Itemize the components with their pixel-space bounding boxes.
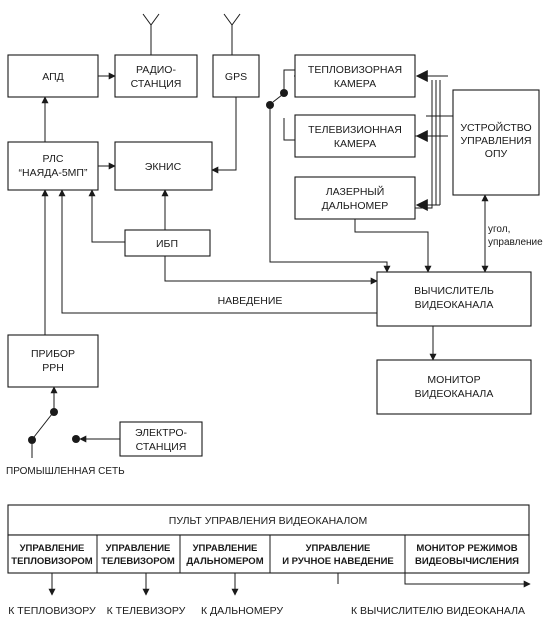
ibp-label: ИБП	[156, 238, 178, 250]
opu-camera-bus	[415, 70, 453, 211]
output-to-rangefinder: К ДАЛЬНОМЕРУ	[201, 605, 283, 617]
eknis-label: ЭКНИС	[145, 161, 182, 173]
opu-control-block: УСТРОЙСТВО УПРАВЛЕНИЯ ОПУ	[452, 89, 540, 196]
eknis-block: ЭКНИС	[114, 141, 213, 191]
panel-section-monitor-line1: МОНИТОР РЕЖИМОВ	[416, 543, 517, 554]
video-calc-label-line1: ВЫЧИСЛИТЕЛЬ	[414, 285, 494, 297]
panel-section-thermal-line1: УПРАВЛЕНИЕ	[20, 543, 85, 554]
ibp-block: ИБП	[124, 229, 211, 257]
video-calc-block: ВЫЧИСЛИТЕЛЬ ВИДЕОКАНАЛА	[376, 271, 532, 327]
rrn-label-line2: РРН	[42, 362, 64, 374]
panel-output-arrows	[48, 573, 531, 596]
rrn-label-line1: ПРИБОР	[31, 348, 75, 360]
angle-label-line2: управление	[488, 237, 543, 248]
camera-switch	[266, 69, 295, 141]
panel-section-thermal-line2: ТЕПЛОВИЗОРОМ	[11, 556, 93, 567]
opu-label-line2: УПРАВЛЕНИЯ	[460, 135, 531, 147]
opu-label-line1: УСТРОЙСТВО	[460, 121, 531, 134]
thermal-camera-label-line1: ТЕПЛОВИЗОРНАЯ	[308, 64, 402, 76]
tv-camera-block: ТЕЛЕВИЗИОННАЯ КАМЕРА	[294, 114, 416, 158]
rls-label-line1: РЛС	[43, 153, 64, 165]
rrn-device-block: ПРИБОР РРН	[7, 334, 99, 388]
control-panel: ПУЛЬТ УПРАВЛЕНИЯ ВИДЕОКАНАЛОМ УПРАВЛЕНИЕ…	[7, 504, 530, 574]
apd-label: АПД	[42, 71, 64, 83]
gps-label: GPS	[225, 71, 247, 83]
angle-label-line1: угол,	[488, 224, 510, 235]
video-monitor-label-line2: ВИДЕОКАНАЛА	[415, 388, 494, 400]
radio-station-label-line2: СТАНЦИЯ	[131, 78, 182, 90]
laser-rangefinder-label-line1: ЛАЗЕРНЫЙ	[326, 185, 385, 198]
video-monitor-block: МОНИТОР ВИДЕОКАНАЛА	[376, 359, 532, 415]
output-to-video-calc: К ВЫЧИСЛИТЕЛЮ ВИДЕОКАНАЛА	[351, 605, 525, 617]
thermal-camera-label-line2: КАМЕРА	[334, 78, 376, 90]
video-calc-label-line2: ВИДЕОКАНАЛА	[415, 299, 494, 311]
panel-section-guidance-line1: УПРАВЛЕНИЕ	[306, 543, 371, 554]
radio-station-block: РАДИО- СТАНЦИЯ	[114, 54, 198, 98]
panel-section-guidance-line2: И РУЧНОЕ НАВЕДЕНИЕ	[282, 556, 394, 567]
laser-rangefinder-block: ЛАЗЕРНЫЙ ДАЛЬНОМЕР	[294, 176, 416, 220]
radio-antenna-icon	[142, 13, 160, 55]
panel-section-monitor-line2: ВИДЕОВЫЧИСЛЕНИЯ	[415, 556, 519, 567]
power-station-label-line2: СТАНЦИЯ	[136, 441, 187, 453]
apd-block: АПД	[7, 54, 99, 98]
opu-label-line3: ОПУ	[485, 148, 508, 160]
rls-label-line2: “НАЯДА-5МП”	[19, 167, 88, 179]
output-to-thermal: К ТЕПЛОВИЗОРУ	[8, 605, 96, 617]
panel-title: ПУЛЬТ УПРАВЛЕНИЯ ВИДЕОКАНАЛОМ	[169, 515, 367, 527]
video-monitor-label-line1: МОНИТОР	[427, 374, 480, 386]
gps-antenna-icon	[223, 13, 241, 55]
guidance-label: НАВЕДЕНИЕ	[218, 295, 283, 307]
gps-block: GPS	[212, 54, 260, 98]
connectors	[41, 72, 489, 443]
industrial-grid-label: ПРОМЫШЛЕННАЯ СЕТЬ	[6, 466, 125, 477]
output-to-tv: К ТЕЛЕВИЗОРУ	[107, 605, 186, 617]
panel-section-tv-line2: ТЕЛЕВИЗОРОМ	[101, 556, 175, 567]
rls-block: РЛС “НАЯДА-5МП”	[7, 141, 99, 191]
power-switch	[28, 408, 80, 458]
tv-camera-label-line1: ТЕЛЕВИЗИОННАЯ	[308, 124, 402, 136]
panel-section-tv-line1: УПРАВЛЕНИЕ	[106, 543, 171, 554]
power-station-block: ЭЛЕКТРО- СТАНЦИЯ	[119, 421, 203, 457]
tv-camera-label-line2: КАМЕРА	[334, 138, 376, 150]
thermal-camera-block: ТЕПЛОВИЗОРНАЯ КАМЕРА	[294, 54, 416, 98]
power-station-label-line1: ЭЛЕКТРО-	[135, 427, 188, 439]
panel-section-rangefinder-line1: УПРАВЛЕНИЕ	[193, 543, 258, 554]
panel-section-rangefinder-line2: ДАЛЬНОМЕРОМ	[186, 556, 263, 567]
laser-rangefinder-label-line2: ДАЛЬНОМЕР	[322, 200, 389, 212]
radio-station-label-line1: РАДИО-	[136, 64, 176, 76]
